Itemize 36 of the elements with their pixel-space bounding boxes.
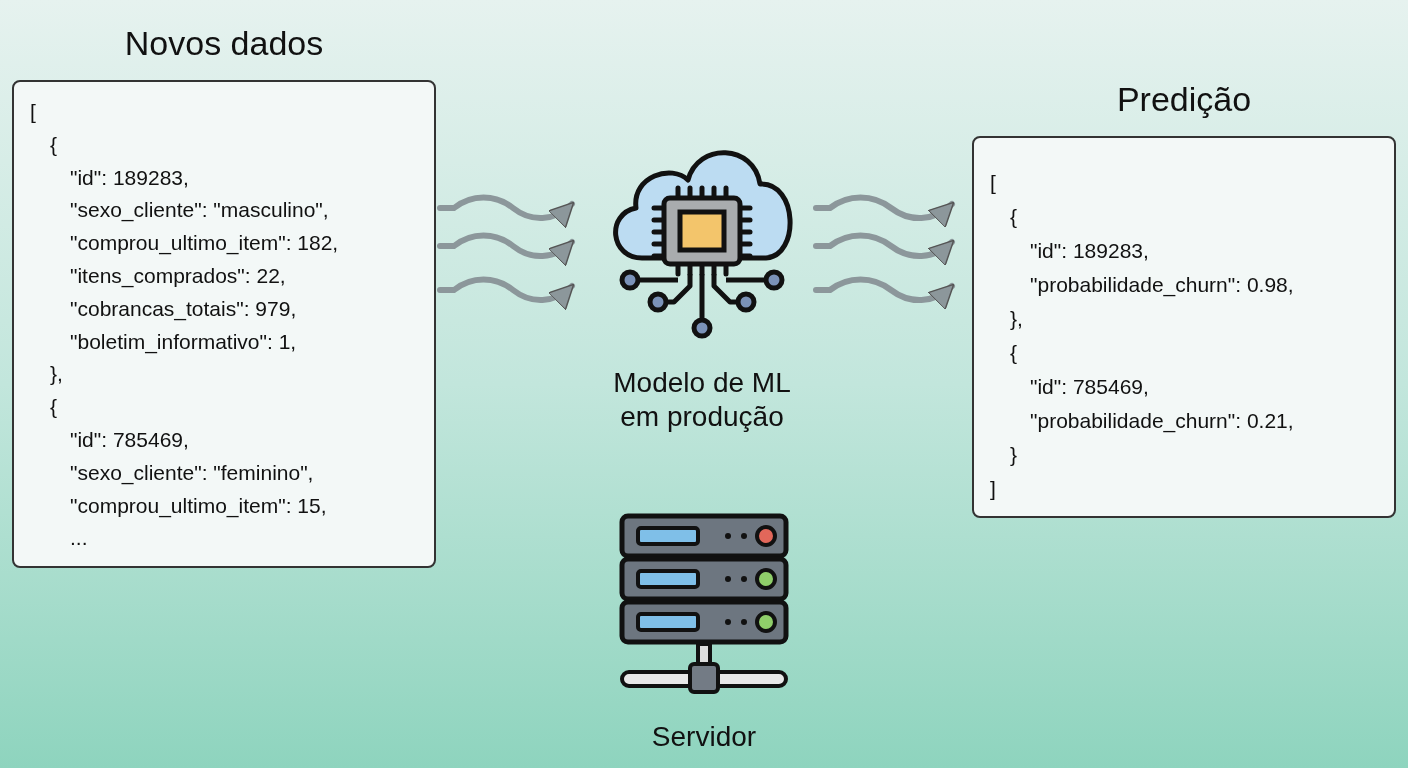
code-line: "probabilidade_churn": 0.21,: [1030, 408, 1294, 435]
code-line: [: [30, 99, 36, 125]
code-line: },: [50, 361, 63, 388]
json-panel: [972, 136, 1396, 518]
node-caption: Servidor: [651, 720, 757, 754]
code-line: {: [1010, 340, 1017, 366]
code-line: "sexo_cliente": "masculino",: [70, 197, 329, 224]
code-line: "cobrancas_totais": 979,: [70, 295, 297, 323]
code-line: "id": 189283,: [1030, 238, 1149, 264]
code-line: "comprou_ultimo_item": 182,: [70, 230, 339, 257]
wavy-arrow: [813, 194, 955, 228]
wavy-arrow: [813, 276, 955, 310]
code-line: ]: [990, 476, 996, 502]
json-panel: [12, 80, 436, 568]
code-line: ...: [70, 525, 88, 552]
code-line: "id": 785469,: [1030, 374, 1149, 400]
wavy-arrow: [813, 232, 955, 266]
code-line: "itens_comprados": 22,: [70, 263, 286, 290]
code-line: "id": 785469,: [70, 426, 189, 453]
wavy-arrow: [437, 194, 575, 229]
code-line: {: [50, 131, 57, 158]
node-caption: Modelo de ML em produção: [612, 366, 792, 434]
code-line: "probabilidade_churn": 0.98,: [1030, 272, 1294, 299]
code-line: }: [1010, 442, 1017, 468]
code-line: "id": 189283,: [70, 164, 189, 191]
code-line: "boletim_informativo": 1,: [70, 328, 297, 356]
wavy-arrow: [437, 232, 575, 267]
wavy-arrow: [437, 276, 575, 311]
panel-heading: Predição: [1115, 79, 1253, 120]
code-line: [: [990, 170, 996, 196]
code-line: },: [1010, 306, 1023, 332]
code-line: "comprou_ultimo_item": 15,: [70, 492, 327, 520]
panel-heading: Novos dados: [123, 23, 325, 64]
code-line: {: [1010, 204, 1017, 230]
code-line: "sexo_cliente": "feminino",: [70, 459, 314, 487]
code-line: {: [50, 394, 57, 421]
